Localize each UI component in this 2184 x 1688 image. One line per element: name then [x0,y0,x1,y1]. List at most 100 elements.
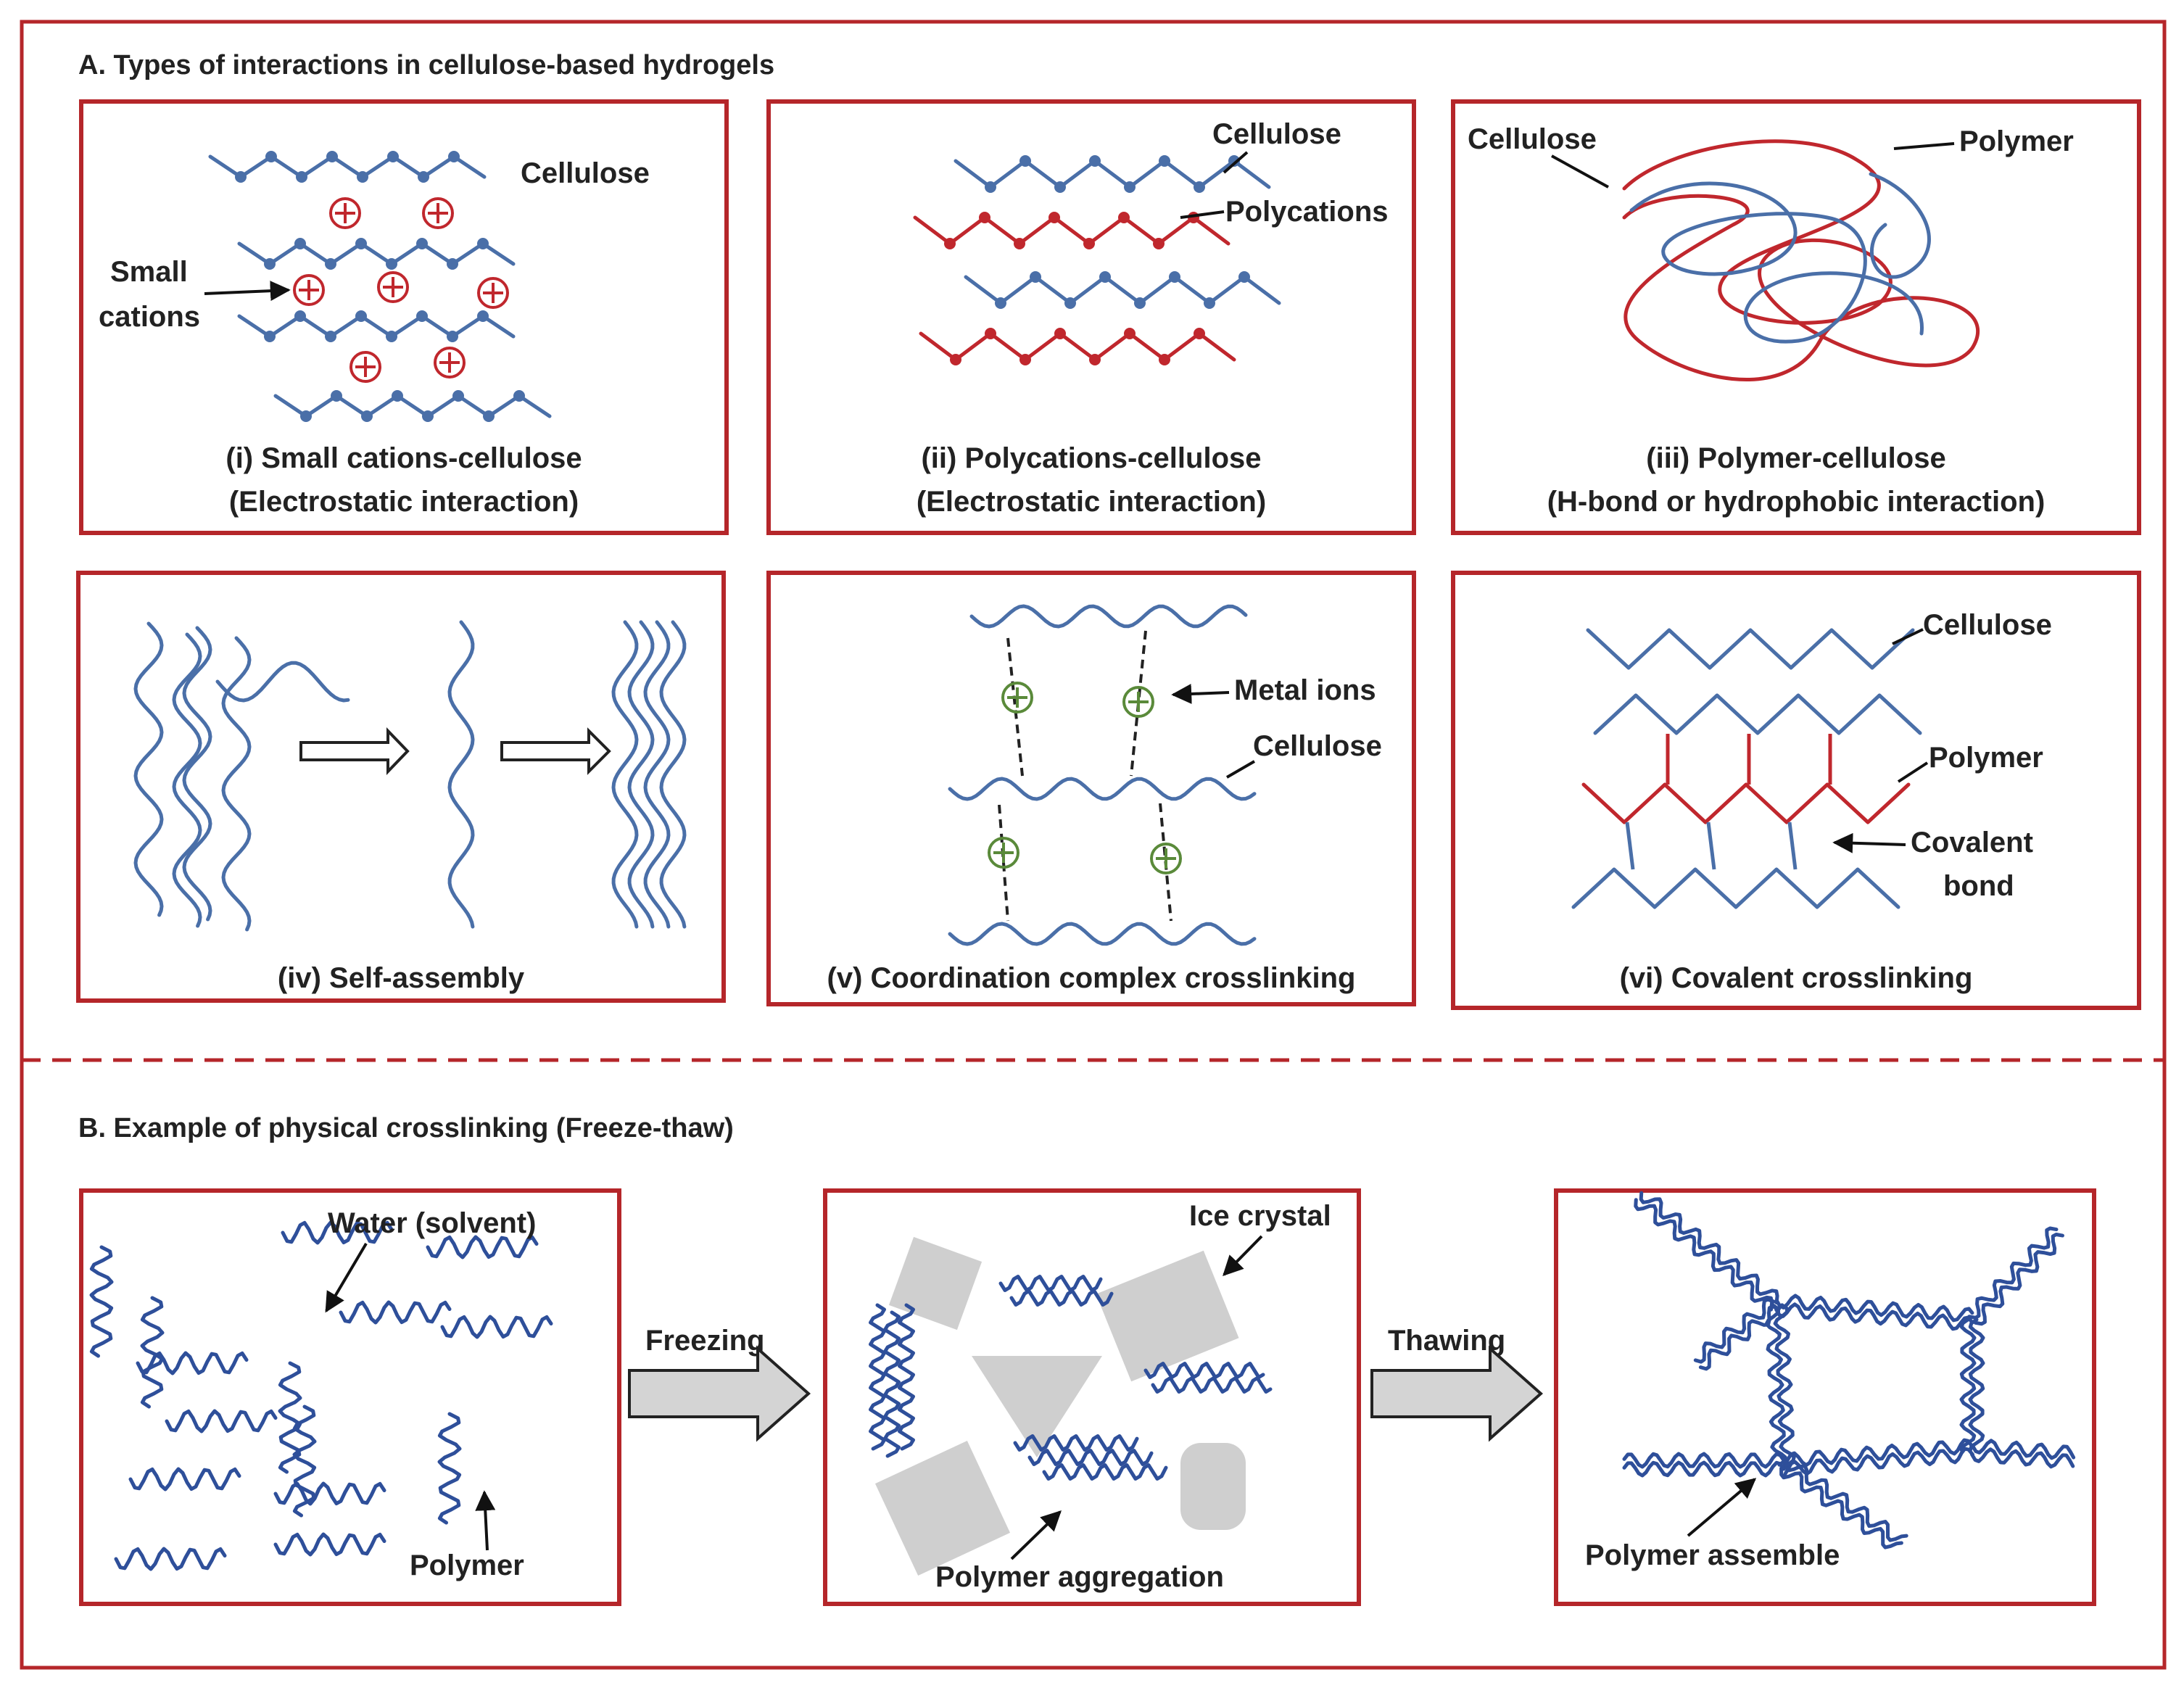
b3-network-chain [1959,1317,1977,1452]
panel-ii-cellulose-chain-unit [1019,155,1031,167]
panel-i-chain-unit [447,331,458,342]
b1-polymer-chain [273,1532,386,1557]
panel-i-chain-unit [477,238,489,249]
panel-ii-polycations-label: Polycations [1225,196,1389,228]
panel-vi-covalent-pointer [1832,832,1906,853]
b-thawing-arrow [1370,1345,1544,1442]
panel-iv-caption: (iv) Self-assembly [278,962,525,994]
panel-ii-cellulose-chain-unit [1134,297,1146,309]
cation-icon [422,197,454,229]
b1-polymer-chain [440,1315,553,1339]
b1-polymer-label: Polymer [410,1550,524,1581]
panel-vi-cellulose-chain [1571,867,1900,909]
b3-network-chain [1968,1317,1985,1452]
panel-i-chain-unit [416,238,428,249]
b3-network-chain [1779,1466,1903,1550]
panel-i-chain-unit [447,258,458,270]
b1-polymer-pointer [475,1490,496,1551]
panel-i-chain-unit [357,171,368,183]
b2-aggregation-label: Polymer aggregation [935,1561,1224,1593]
panel-i-chain-unit [513,390,525,402]
panel-vi-caption: (vi) Covalent crosslinking [1620,962,1973,994]
panel-i-chain [237,241,516,266]
panel-iii-polymer-pointer [1893,142,1955,150]
panel-ii-cellulose-chain-unit [1194,181,1205,193]
panel-i-caption-1: (i) Small cations-cellulose [226,442,582,474]
b-freezing-label: Freezing [645,1325,764,1357]
panel-v-metal-ions-label: Metal ions [1234,674,1376,706]
panel-ii-cellulose-chain-unit [1124,181,1136,193]
panel-i-frame [79,99,729,535]
b1-polymer-chain [273,1481,386,1506]
b1-polymer-chain [89,1245,114,1358]
b3-network-chain [1970,1439,2076,1460]
b1-water-pointer [325,1242,368,1313]
panel-ii-polycation-chain-unit [979,212,990,223]
outer-frame [20,20,2167,1670]
panel-i-small-label: Small [110,256,188,288]
coordination-bond [1006,637,1024,777]
panel-ii-polycation-chain-unit [950,354,961,365]
panel-ii-caption-2: (Electrostatic interaction) [917,486,1266,518]
panel-vi-cellulose-pointer [1892,628,1924,645]
panel-ii-cellulose-chain-unit [995,297,1006,309]
panel-vi-polymer-pointer [1897,761,1929,783]
b2-aggregated-chain [1143,1362,1265,1379]
b3-assemble-pointer [1687,1478,1757,1537]
b3-network-chain [1698,1304,1782,1371]
b3-network-chain [1784,1459,1908,1542]
panel-b1-frame [79,1188,621,1606]
panel-ii-polycation-chain-unit [1083,238,1095,249]
panel-iii-frame [1451,99,2141,535]
b2-aggregated-chain [1151,1376,1273,1394]
panel-iii-cellulose-coil [1629,181,1924,344]
metal-ion-icon [988,837,1019,869]
panel-iv-strand [659,620,687,929]
b1-polymer-chain [136,1351,249,1375]
panel-ii-cellulose-chain [964,275,1281,305]
panel-iv-arrow-1 [299,727,410,775]
panel-i-chain-unit [448,151,460,162]
panel-ii-polycation-chain-unit [1089,354,1101,365]
panel-iv-arrow-2 [500,727,611,775]
panel-ii-cellulose-chain-unit [1099,271,1111,283]
ice-crystal [1180,1443,1246,1530]
panel-iii-caption-1: (iii) Polymer-cellulose [1646,442,1945,474]
panel-v-cellulose-pointer [1225,760,1256,779]
b3-network-chain [1774,1302,1974,1331]
panel-ii-caption-1: (ii) Polycations-cellulose [921,442,1261,474]
panel-vi-frame [1451,571,2141,1010]
b2-aggregation-pointer [1010,1510,1062,1560]
panel-i-chain-unit [265,151,277,162]
panel-i-chain-unit [264,331,276,342]
panel-ii-polycation-chain-unit [944,238,956,249]
ice-crystal [888,1236,983,1331]
panel-ii-frame [766,99,1416,535]
b-thawing-label: Thawing [1388,1325,1505,1357]
b1-polymer-chain [114,1547,227,1571]
b2-aggregated-chain [998,1275,1103,1292]
panel-i-chain-unit [422,410,434,422]
panel-ii-cellulose-label: Cellulose [1212,118,1341,150]
panel-iii-caption-2: (H-bond or hydrophobic interaction) [1547,486,2046,518]
panel-ii-cellulose-chain-unit [1228,155,1240,167]
panel-ii-polycations-pointer [1180,210,1225,219]
panel-iv-strand [447,620,475,929]
b3-network-chain [1782,1438,1974,1468]
panel-ii-polycation-chain-unit [1124,328,1136,339]
panel-i-chain-unit [296,171,307,183]
b2-aggregated-chain [898,1303,915,1451]
b1-polymer-chain [278,1361,302,1474]
panel-iv-strand [611,620,639,929]
panel-iv-strand [627,620,655,929]
b3-network-chain [1622,1460,1786,1478]
cation-icon [377,271,409,303]
panel-v-caption: (v) Coordination complex crosslinking [827,962,1356,994]
panel-i-chain-unit [355,238,367,249]
panel-i-chain-unit [235,171,247,183]
panel-vi-cellulose-chain [1593,693,1922,735]
panel-i-chain-unit [387,151,399,162]
b2-aggregated-chain [883,1310,901,1458]
b-freezing-arrow [628,1345,811,1442]
